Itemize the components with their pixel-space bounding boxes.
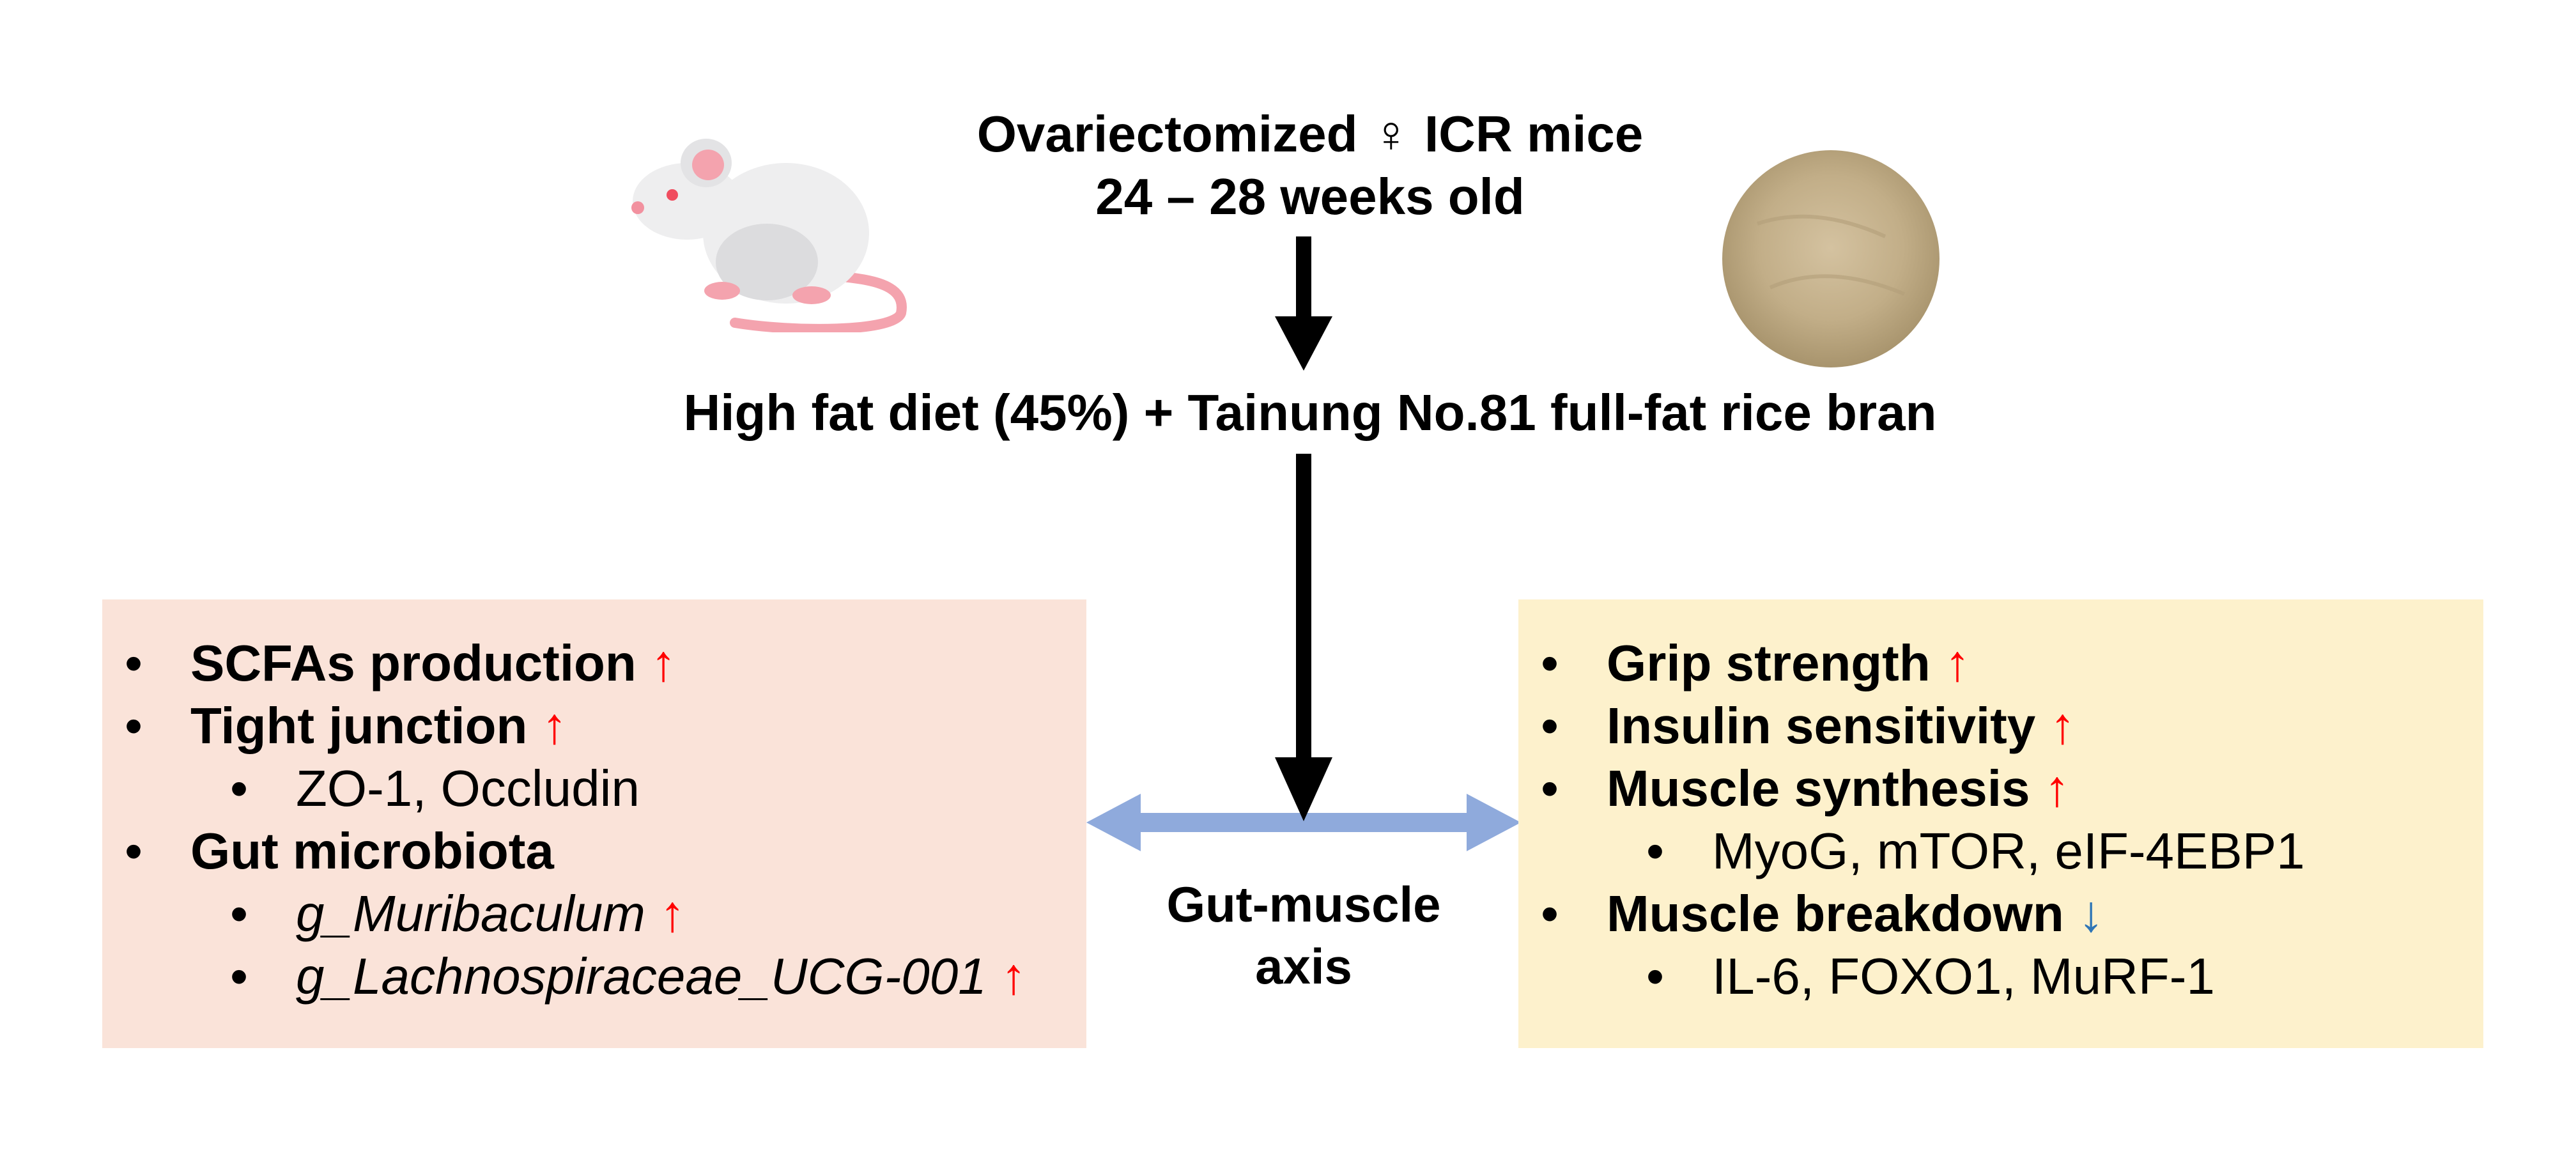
bullet: •	[230, 760, 249, 817]
left-item-scfas: SCFAs production ↑	[190, 635, 677, 691]
right-item-muscle-breakdown: Muscle breakdown ↓	[1607, 885, 2104, 942]
diet-description: High fat diet (45%) + Tainung No.81 full…	[683, 384, 1937, 441]
bullet: •	[1541, 697, 1559, 754]
right-subitem-breakdown-markers: IL-6, FOXO1, MuRF-1	[1712, 948, 2215, 1005]
down-arrow-icon: ↓	[2078, 885, 2104, 942]
study-subject-age: 24 – 28 weeks old	[1095, 168, 1525, 225]
down-arrow-1	[1275, 236, 1332, 371]
gut-muscle-double-arrow	[1086, 794, 1521, 851]
left-subitem-muribaculum: g_Muribaculum ↑	[296, 885, 686, 942]
mouse-icon	[631, 139, 907, 332]
bullet: •	[1541, 635, 1559, 691]
right-item-muscle-synthesis: Muscle synthesis ↑	[1607, 760, 2070, 817]
study-subject-title: Ovariectomized ♀ ICR mice	[976, 105, 1644, 162]
bullet: •	[125, 697, 143, 754]
left-subitem-zo1-occludin: ZO-1, Occludin	[296, 760, 640, 817]
left-subitem-lachnospiraceae: g_Lachnospiraceae_UCG-001 ↑	[296, 948, 1026, 1005]
bullet: •	[1646, 822, 1665, 879]
bullet: •	[125, 635, 143, 691]
up-arrow-icon: ↑	[651, 635, 677, 691]
left-item-tight-junction: Tight junction ↑	[190, 697, 567, 754]
right-item-insulin-sensitivity: Insulin sensitivity ↑	[1607, 697, 2076, 754]
right-subitem-synthesis-markers: MyoG, mTOR, eIF-4EBP1	[1712, 822, 2305, 879]
bullet: •	[1541, 885, 1559, 942]
up-arrow-icon: ↑	[2049, 697, 2076, 754]
bullet: •	[230, 948, 249, 1005]
up-arrow-icon: ↑	[659, 885, 686, 942]
bullet: •	[1541, 760, 1559, 817]
axis-label-line1: Gut-muscle	[1166, 876, 1441, 932]
left-item-gut-microbiota: Gut microbiota	[190, 822, 554, 879]
up-arrow-icon: ↑	[2044, 760, 2070, 817]
bullet: •	[1646, 948, 1665, 1005]
up-arrow-icon: ↑	[541, 697, 567, 754]
right-item-grip-strength: Grip strength ↑	[1607, 635, 1970, 691]
up-arrow-icon: ↑	[1000, 948, 1026, 1005]
muscle-outcomes-panel: • Grip strength ↑ • Insulin sensitivity …	[1518, 599, 2483, 1048]
gut-outcomes-panel: • SCFAs production ↑ • Tight junction ↑ …	[102, 599, 1086, 1048]
axis-label-line2: axis	[1255, 938, 1352, 994]
up-arrow-icon: ↑	[1944, 635, 1970, 691]
bullet: •	[125, 822, 143, 879]
rice-bran-powder-icon	[1722, 150, 1940, 367]
down-arrow-2	[1275, 454, 1332, 821]
bullet: •	[230, 885, 249, 942]
